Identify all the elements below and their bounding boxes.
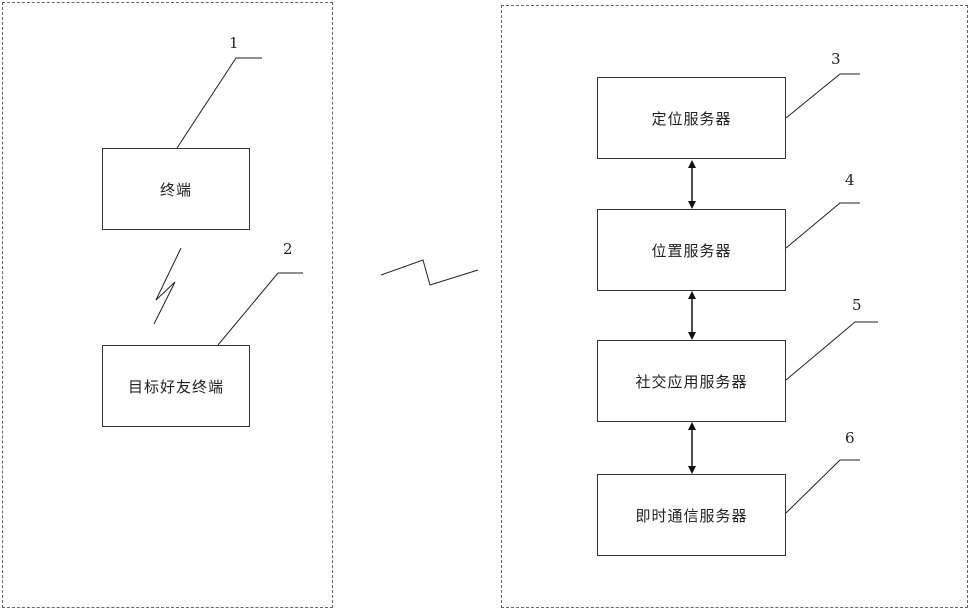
leader-line-5 xyxy=(786,322,878,380)
ref-number-6: 6 xyxy=(845,429,855,447)
leader-line-3 xyxy=(786,74,860,118)
leader-line-2 xyxy=(218,273,303,345)
position-server-label: 位置服务器 xyxy=(651,240,731,261)
terminal-label: 终端 xyxy=(160,179,192,200)
location-server-label: 定位服务器 xyxy=(651,108,731,129)
social-app-server-box: 社交应用服务器 xyxy=(597,340,786,422)
social-app-server-label: 社交应用服务器 xyxy=(635,371,747,392)
im-server-box: 即时通信服务器 xyxy=(597,474,786,556)
position-server-box: 位置服务器 xyxy=(597,209,786,291)
wireless-link-icon xyxy=(154,248,181,324)
location-server-box: 定位服务器 xyxy=(597,77,786,159)
ref-number-1: 1 xyxy=(229,34,239,52)
ref-number-3: 3 xyxy=(831,50,841,68)
wireless-link-icon-horizontal xyxy=(381,260,478,285)
ref-number-4: 4 xyxy=(845,171,855,189)
leader-line-1 xyxy=(177,58,262,148)
target-friend-terminal-label: 目标好友终端 xyxy=(128,376,224,397)
im-server-label: 即时通信服务器 xyxy=(635,505,747,526)
leader-line-4 xyxy=(786,203,860,248)
terminal-box: 终端 xyxy=(102,148,250,230)
ref-number-2: 2 xyxy=(283,240,293,258)
ref-number-5: 5 xyxy=(852,296,862,314)
target-friend-terminal-box: 目标好友终端 xyxy=(102,345,250,427)
leader-line-6 xyxy=(786,460,860,513)
